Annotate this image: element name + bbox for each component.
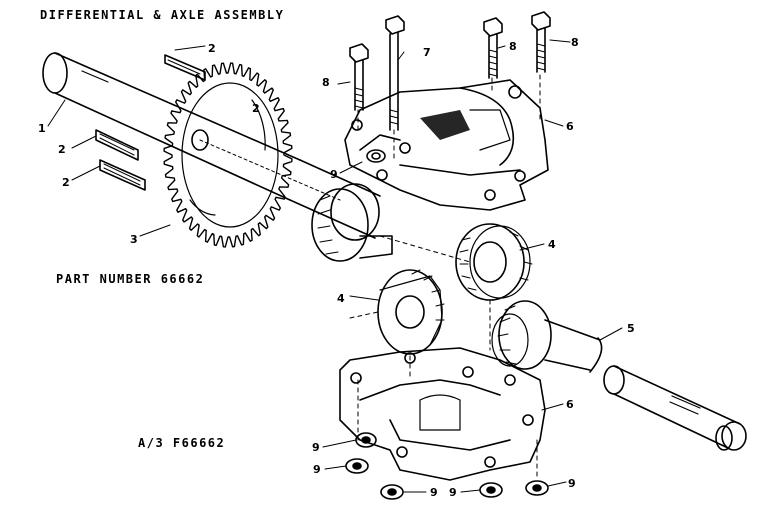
nut-b5 (525, 480, 549, 496)
bolt-right-b (531, 11, 551, 73)
sprocket: 2 (163, 62, 293, 248)
callout-nut-b5: 9 (568, 477, 576, 490)
bolt-left (349, 43, 369, 111)
spider-gear-left (377, 269, 445, 355)
housing-top (344, 79, 549, 211)
nut-b2 (345, 458, 369, 474)
diagram-title: DIFFERENTIAL & AXLE ASSEMBLY (40, 8, 285, 22)
nut-b4 (479, 482, 503, 498)
callout-sprocket: 3 (130, 233, 138, 246)
callout-housing-top: 6 (566, 120, 574, 133)
callout-nut-b2: 9 (313, 463, 321, 476)
callout-housing-bottom: 6 (566, 398, 574, 411)
alignment-lines (349, 74, 541, 481)
reference-code: A/3 F66662 (138, 436, 226, 450)
callout-nut-b4: 9 (449, 486, 457, 499)
callout-axle-right: 5 (627, 322, 635, 335)
callout-nut-b1: 9 (312, 441, 320, 454)
callout-gear-left: 4 (337, 292, 345, 305)
callout-bolt-right-a: 8 (509, 40, 517, 53)
axle-bevel-gear-left (311, 183, 393, 262)
callout-bolt-left: 8 (322, 76, 330, 89)
spider-gear-right (455, 223, 533, 301)
housing-bottom (339, 347, 546, 481)
callout-key-lower: 2 (62, 176, 70, 189)
callout-gear-right: 4 (548, 238, 556, 251)
callout-nut-b3: 9 (430, 486, 438, 499)
key-middle (95, 129, 139, 161)
callout-key-top: 2 (208, 42, 216, 55)
callout-bolt-right-b: 8 (571, 36, 579, 49)
callout-nut-top: 9 (330, 168, 338, 181)
bolt-center (385, 15, 405, 131)
left-axle-shaft (42, 52, 381, 239)
leader-lines (47, 39, 623, 493)
right-axle-with-gear (491, 300, 747, 451)
callout-key-middle: 2 (58, 143, 66, 156)
nut-b3 (380, 484, 404, 500)
bolt-right-a (483, 17, 503, 79)
part-number-label: PART NUMBER 66662 (56, 272, 205, 286)
callout-bolt-center: 7 (423, 46, 431, 59)
svg-text:2: 2 (252, 102, 260, 115)
callout-axle-left: 1 (38, 122, 46, 135)
key-lower (99, 159, 146, 191)
nut-top (366, 149, 386, 163)
